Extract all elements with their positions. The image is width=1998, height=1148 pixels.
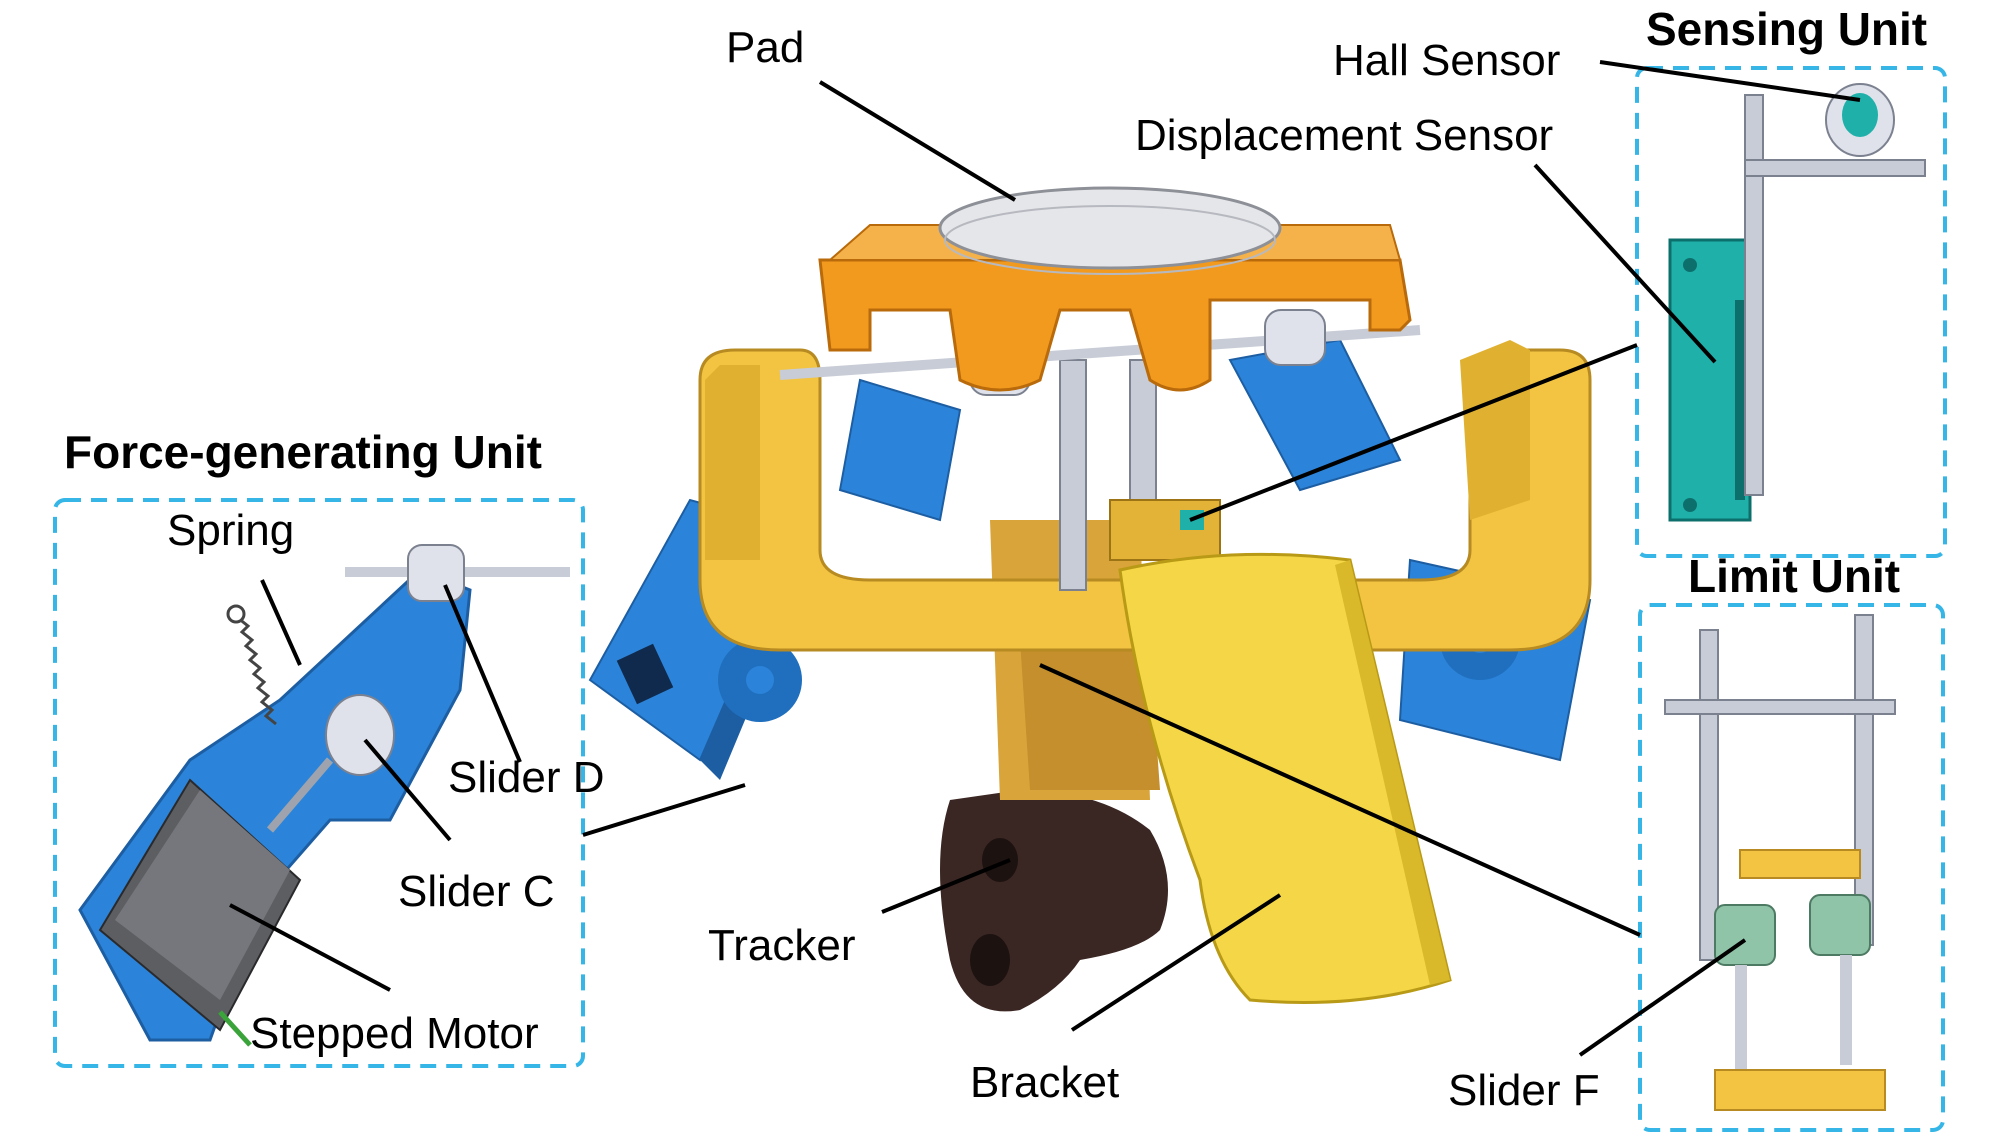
label-slider-c: Slider C [398,867,555,916]
limit-unit-post [1735,965,1747,1075]
orange-platform [818,258,1412,392]
tracker-hole [982,838,1018,882]
central-block-side [1020,640,1160,790]
sensing-unit-frame [1635,66,1947,558]
sensing-unit-rod [1744,94,1764,496]
force-unit-frame [53,498,585,1068]
label-spring: Spring [167,506,294,555]
vertical-rod [1059,359,1087,591]
leader-lines [229,60,1861,1057]
yoke-back-arm [705,365,760,560]
leader-spring [260,579,302,666]
label-tracker: Tracker [708,921,856,970]
limit-unit-post [1840,955,1852,1065]
unit-title-sensing: Sensing Unit [1646,3,1927,55]
force-unit-leadscrew [266,757,334,833]
leader-limit-to-device [1039,663,1641,937]
limit-unit-top-plate [1739,849,1861,879]
label-pad: Pad [726,23,804,72]
label-bracket: Bracket [970,1058,1119,1107]
leader-slider-d [443,584,522,763]
unit-title-limit: Limit Unit [1688,550,1900,602]
force-unit-slider-d [407,544,465,602]
leader-displacement-sensor [1533,163,1717,364]
limit-unit-bar [1664,699,1896,715]
force-unit-wire [218,1010,252,1047]
leader-slider-f [1578,938,1747,1057]
sensing-unit-bar [1744,159,1926,177]
force-unit-motor-face [115,790,290,1000]
force-unit-spring-eye [226,604,246,624]
sensing-unit-hall-magnet [1842,93,1878,137]
coupler [1264,309,1326,366]
limit-unit-frame [1638,603,1945,1132]
leader-force-to-device [582,783,746,837]
leader-pad [818,80,1017,202]
labels: Force-generating Unit Sensing Unit Limit… [64,3,1927,1115]
tracker-hole [970,934,1010,986]
yoke-back-arm [1460,340,1530,520]
pad-disk [938,186,1282,270]
bracket-plate-shade [1335,560,1450,985]
force-unit-panel [53,498,585,1068]
unit-title-force: Force-generating Unit [64,426,542,478]
tracker-body [940,790,1168,1012]
force-unit-arm [78,568,472,1042]
label-displacement-sensor: Displacement Sensor [1135,111,1553,160]
force-unit-spring [237,616,277,726]
leader-stepped-motor [229,903,391,992]
limit-unit-base [1714,1069,1886,1111]
device-assembly [588,186,1592,1012]
leader-slider-c [363,738,452,842]
leader-hall-sensor [1599,60,1861,102]
sensing-unit-slot [1735,300,1745,500]
label-slider-d: Slider D [448,753,605,802]
sensing-unit-panel [1635,66,1947,558]
pad-disk-rim [944,205,1276,275]
label-stepped-motor: Stepped Motor [250,1009,539,1058]
leader-bracket [1070,893,1282,1032]
label-hall-sensor: Hall Sensor [1333,36,1560,85]
leader-tracker [881,858,1011,914]
limit-unit-slider [1809,894,1871,956]
leader-sensing-to-device [1189,343,1638,522]
limit-unit-panel [1638,603,1945,1132]
label-slider-f: Slider F [1448,1066,1600,1115]
